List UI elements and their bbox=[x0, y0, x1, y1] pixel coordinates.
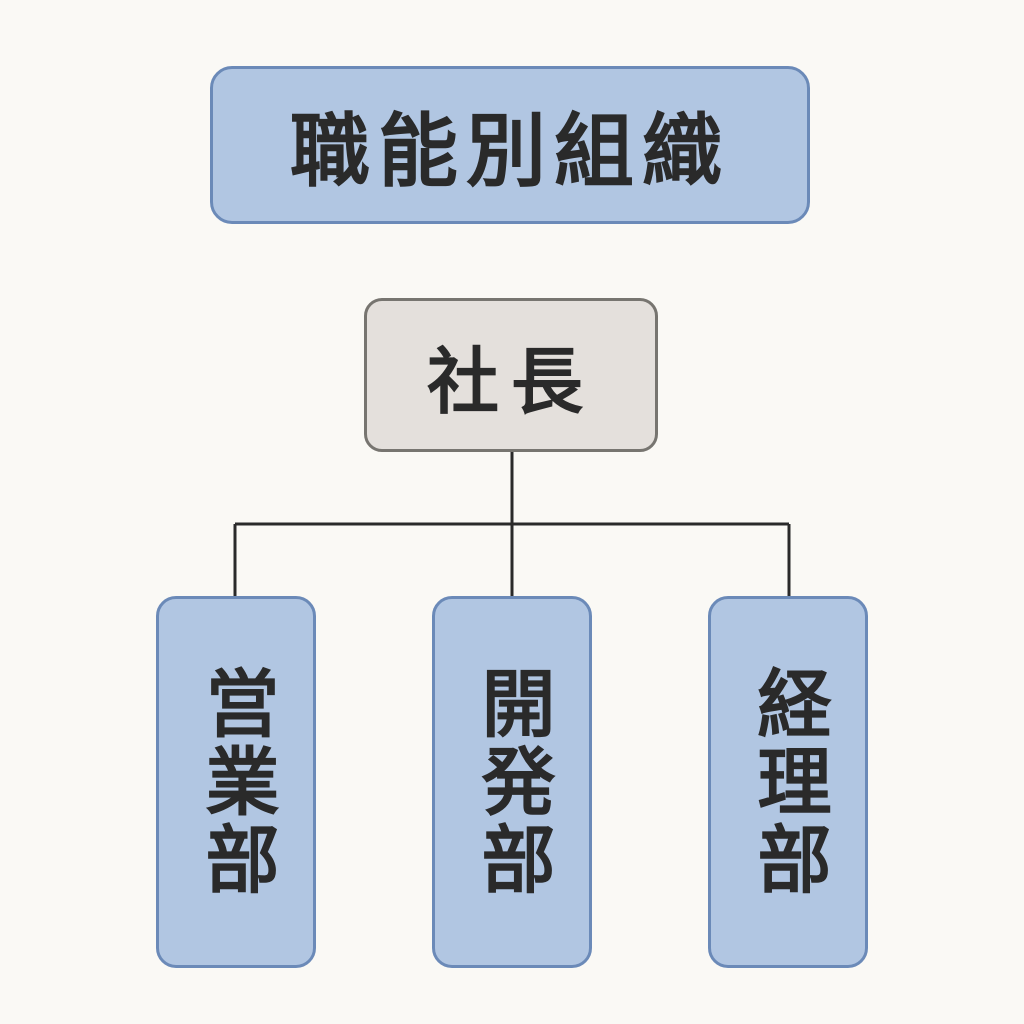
dept-label-accounting: 経理部 bbox=[745, 665, 831, 899]
diagram-title-text: 職能別組織 bbox=[290, 105, 730, 198]
diagram-title: 職能別組織 bbox=[210, 66, 810, 224]
org-node-dept-sales: 営業部 bbox=[156, 596, 316, 968]
dept-label-sales: 営業部 bbox=[193, 665, 279, 899]
org-node-root: 社長 bbox=[364, 298, 658, 452]
org-node-dept-development: 開発部 bbox=[432, 596, 592, 968]
org-node-root-label: 社長 bbox=[426, 339, 595, 424]
dept-label-development: 開発部 bbox=[469, 665, 555, 899]
org-node-dept-accounting: 経理部 bbox=[708, 596, 868, 968]
